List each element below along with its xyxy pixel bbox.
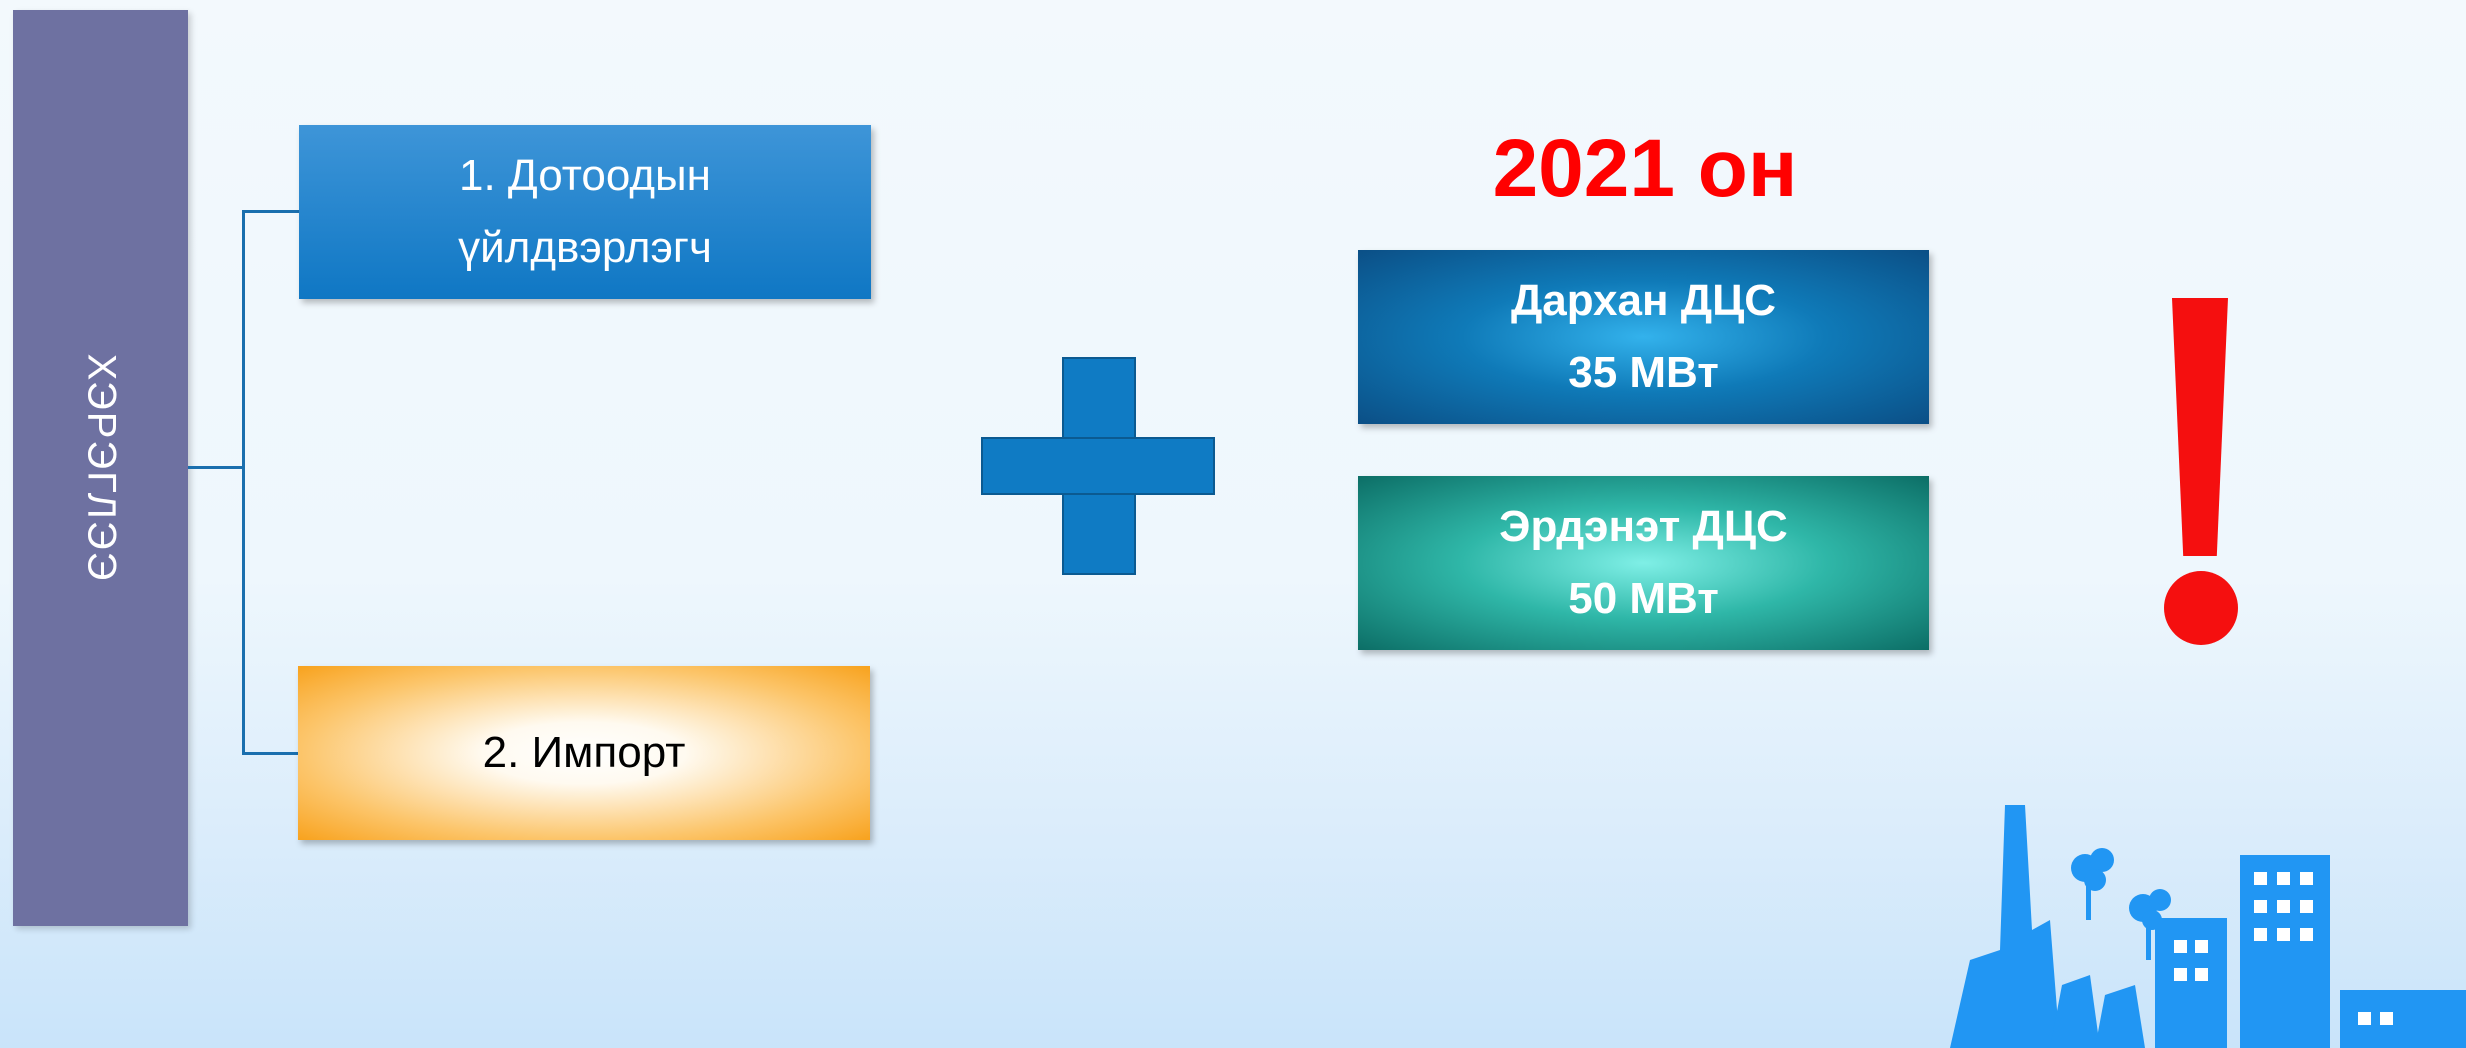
connector-stem [188, 466, 244, 469]
erdenet-plant-box: Эрдэнэт ДЦС 50 МВт [1358, 476, 1929, 650]
connector-to-import [242, 752, 299, 755]
darkhan-plant-name: Дархан ДЦС [1510, 276, 1777, 325]
darkhan-plant-box: Дархан ДЦС 35 МВт [1358, 250, 1929, 424]
domestic-producer-line2: үйлдвэрлэгч [458, 223, 712, 272]
connector-vertical [242, 210, 245, 755]
erdenet-plant-capacity: 50 МВт [1568, 574, 1719, 623]
city-factory-icon [1950, 805, 2466, 1048]
year-title: 2021 он [1492, 123, 1798, 214]
import-box: 2. Импорт [298, 666, 870, 840]
domestic-producer-line1: 1. Дотоодын [459, 151, 711, 200]
plus-icon-core [1064, 439, 1134, 493]
consumption-label: ХЭРЭГЛЭЭ [79, 353, 123, 583]
domestic-producer-box: 1. Дотоодын үйлдвэрлэгч [299, 125, 871, 299]
darkhan-plant-capacity: 35 МВт [1568, 348, 1719, 397]
plus-icon [981, 357, 1215, 575]
exclamation-icon-bar [2172, 298, 2228, 556]
erdenet-plant-name: Эрдэнэт ДЦС [1499, 502, 1788, 551]
exclamation-icon-dot [2164, 571, 2238, 645]
connector-to-domestic [242, 210, 299, 213]
import-label: 2. Импорт [482, 728, 686, 777]
consumption-sidebar: ХЭРЭГЛЭЭ [13, 10, 188, 926]
